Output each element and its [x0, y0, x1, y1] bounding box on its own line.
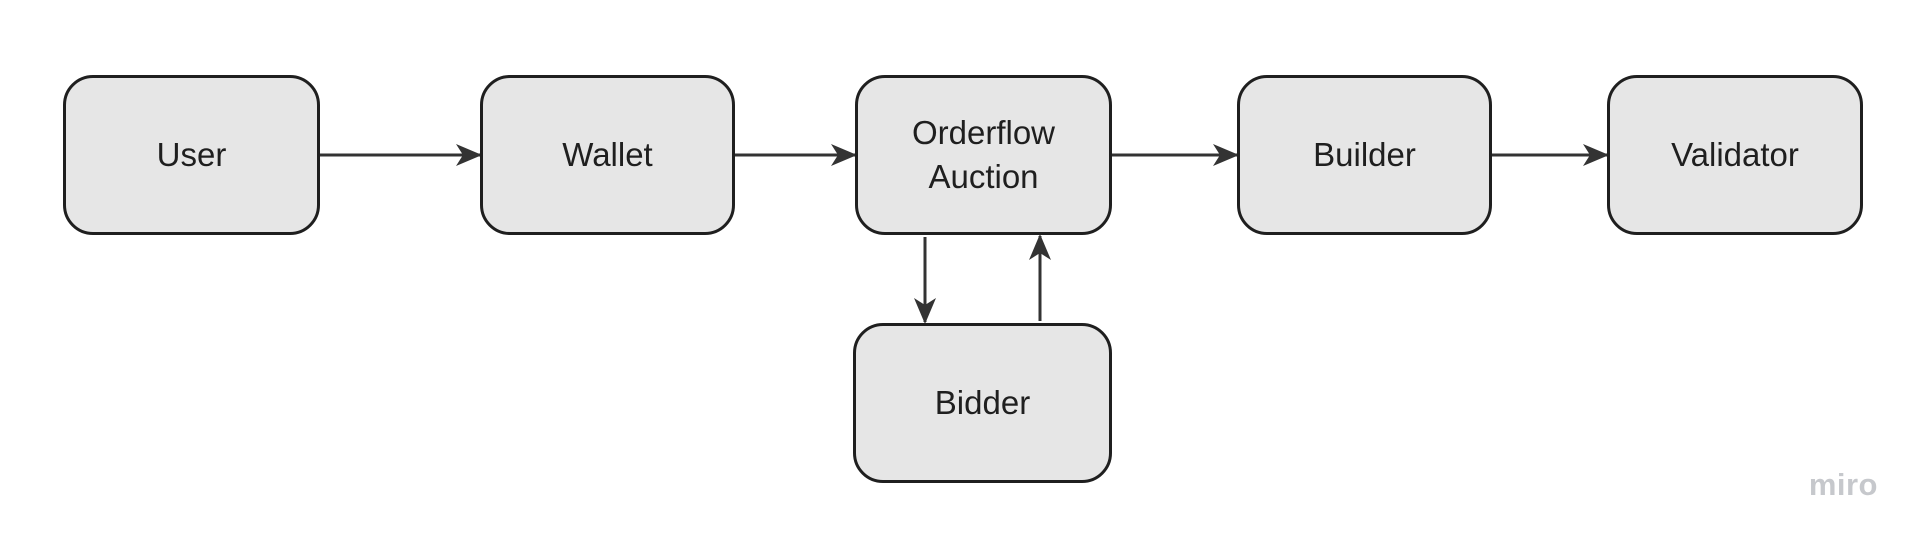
node-label: Builder: [1313, 136, 1416, 174]
node-bidder[interactable]: Bidder: [853, 323, 1112, 483]
node-wallet[interactable]: Wallet: [480, 75, 735, 235]
node-validator[interactable]: Validator: [1607, 75, 1863, 235]
node-label: Bidder: [934, 384, 1031, 422]
node-label: Validator: [1671, 136, 1799, 174]
node-user[interactable]: User: [63, 75, 320, 235]
node-label: Wallet: [562, 136, 653, 174]
node-label: User: [156, 136, 227, 174]
node-orderflow-auction[interactable]: Orderflow Auction: [855, 75, 1112, 235]
miro-watermark: miro: [1808, 467, 1878, 502]
node-label: Orderflow Auction: [911, 114, 1056, 195]
node-builder[interactable]: Builder: [1237, 75, 1492, 235]
